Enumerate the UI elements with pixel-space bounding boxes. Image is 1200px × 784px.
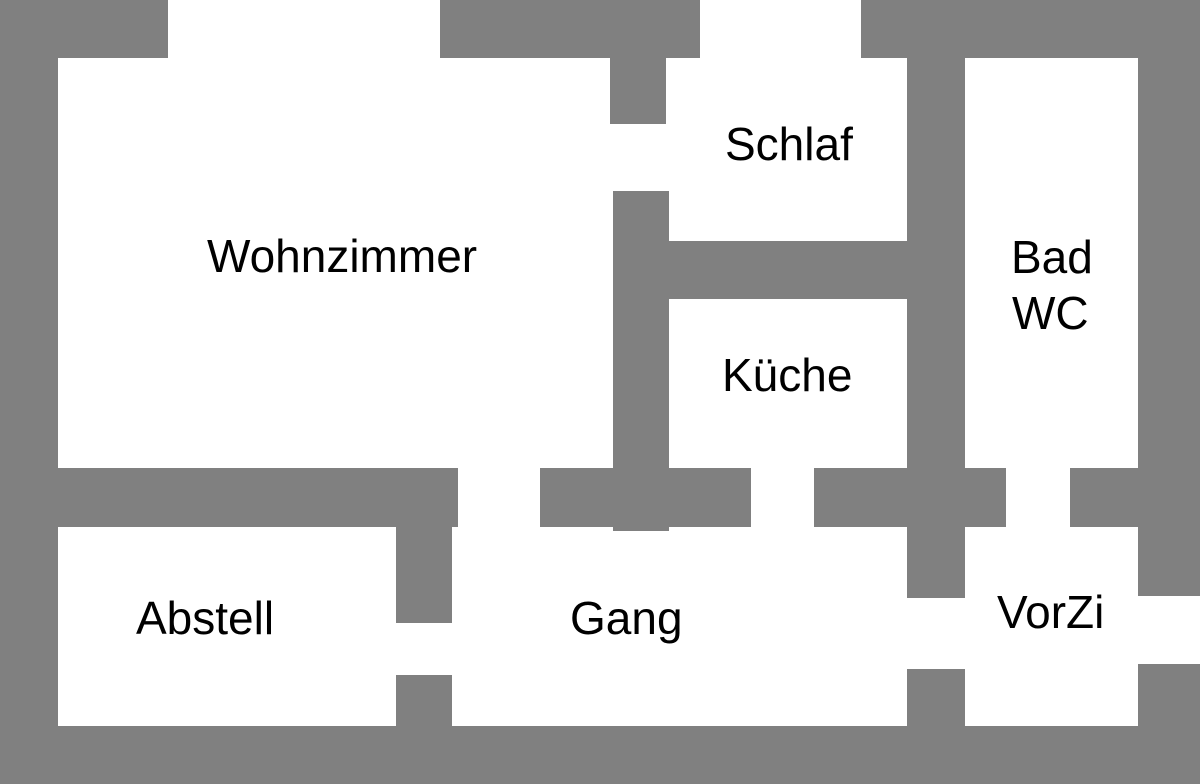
room-label-bad: Bad: [1011, 231, 1093, 283]
wall-kueche-bottom-right: [814, 468, 1006, 527]
wall-bad-bottom: [1070, 468, 1200, 527]
wall-vorzi-stub: [907, 669, 965, 784]
wall-stub-top: [610, 0, 666, 124]
room-label-abstell: Abstell: [136, 592, 275, 644]
wall-abstell-right-upper: [396, 468, 452, 623]
room-label-kueche: Küche: [722, 349, 853, 401]
wall-wohnzimmer-bottom: [0, 468, 458, 527]
outer-wall-left: [0, 0, 58, 784]
outer-wall-bottom: [0, 726, 1200, 784]
wall-abstell-right-lower: [396, 675, 452, 784]
room-label-vorzi: VorZi: [997, 586, 1105, 638]
wall-kueche-bottom-left: [540, 468, 751, 527]
room-label-wc: WC: [1012, 287, 1089, 339]
room-label-schlaf: Schlaf: [725, 118, 853, 170]
room-label-wohnzimmer: Wohnzimmer: [207, 230, 478, 282]
room-label-gang: Gang: [570, 592, 683, 644]
